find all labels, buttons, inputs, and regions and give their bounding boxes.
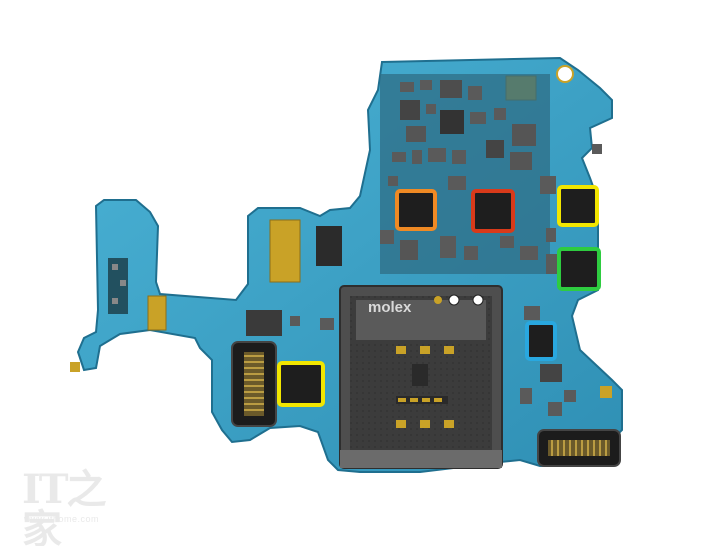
connector-pins-right <box>551 440 607 456</box>
sim-slot-opening <box>412 364 428 386</box>
sim-hole <box>434 296 442 304</box>
highlight-box-yellow-top <box>557 185 599 227</box>
chip-green <box>560 250 598 288</box>
gold-pad <box>269 219 301 283</box>
highlight-box-blue <box>525 321 557 361</box>
chip-yellow-bottom <box>280 364 322 404</box>
component <box>112 264 118 270</box>
sim-contacts <box>396 346 454 428</box>
chip-orange <box>398 192 434 228</box>
gold-pad <box>70 362 80 372</box>
watermark: IT之家 www.ithome.com <box>22 470 112 546</box>
chip-red <box>474 192 512 230</box>
component <box>120 280 126 286</box>
chip-blue <box>528 324 554 358</box>
connector-pins-left <box>244 355 264 411</box>
sim-hole <box>448 294 460 306</box>
sim-tray-rail <box>340 450 502 468</box>
gold-pad <box>600 386 612 398</box>
highlight-box-red <box>471 189 515 233</box>
highlight-box-green <box>557 247 601 291</box>
chip-yellow-top <box>560 188 596 224</box>
molex-brand-text: molex <box>368 299 412 316</box>
passive-components <box>246 80 602 416</box>
gold-pad <box>147 295 167 331</box>
component <box>112 298 118 304</box>
sim-hole <box>472 294 484 306</box>
watermark-logo: IT之家 <box>22 466 106 546</box>
mounting-hole <box>556 65 574 83</box>
highlight-box-orange <box>395 189 437 231</box>
highlight-box-yellow-bottom <box>277 361 325 407</box>
watermark-url: www.ithome.com <box>24 514 100 524</box>
